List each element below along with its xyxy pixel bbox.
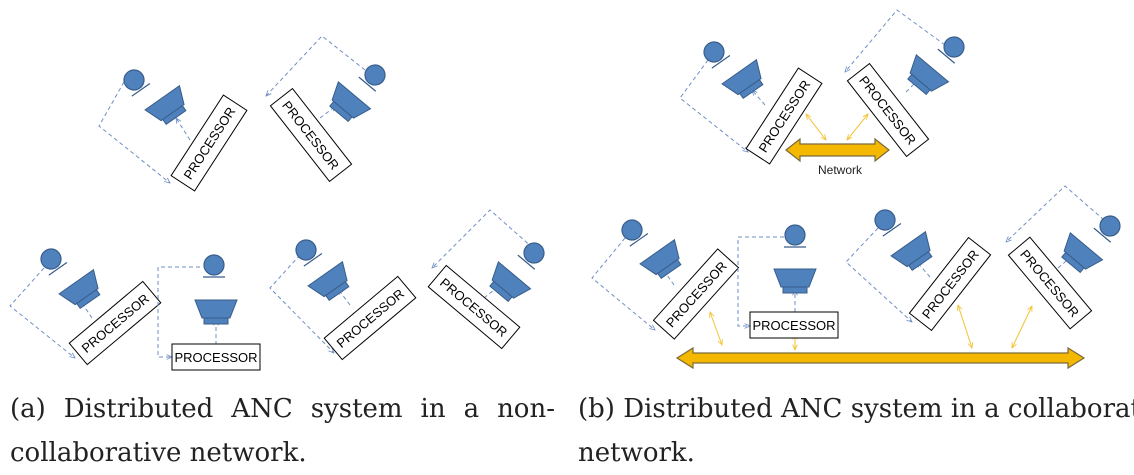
panel-b: Network PROCESSOR PROCESSOR	[591, 9, 1126, 370]
microphone-icon	[616, 214, 649, 247]
microphone-icon	[290, 234, 323, 267]
microphone-icon	[358, 59, 391, 92]
anc-unit: PROCESSOR	[591, 214, 740, 340]
anc-unit: PROCESSOR	[737, 224, 839, 339]
processor-box: PROCESSOR	[171, 343, 261, 371]
processor-label: PROCESSOR	[334, 286, 407, 351]
speaker-icon	[144, 85, 194, 131]
speaker-icon	[307, 261, 357, 307]
microphone-icon	[517, 237, 550, 270]
anc-unit: PROCESSOR	[1006, 185, 1126, 330]
speaker-icon	[900, 54, 950, 101]
microphone-icon	[202, 254, 226, 278]
processor-label: PROCESSOR	[856, 73, 919, 148]
microphone-icon	[118, 64, 151, 97]
speaker-icon	[58, 269, 108, 315]
panel-a: PROCESSOR PROCESSOR PROCESSOR	[9, 35, 550, 371]
speaker-icon	[890, 231, 940, 277]
anc-unit: PROCESSOR	[427, 209, 550, 350]
microphone-icon	[698, 36, 731, 69]
anc-unit: PROCESSOR	[269, 234, 417, 361]
microphone-icon	[35, 243, 68, 276]
processor-label: PROCESSOR	[279, 98, 342, 173]
microphone-icon	[869, 204, 902, 237]
caption-b-line1: (b) Distributed ANC system in a collabor…	[578, 394, 1134, 424]
caption-b: (b) Distributed ANC system in a collabor…	[578, 387, 1134, 475]
anc-unit: PROCESSOR	[845, 204, 992, 332]
anc-unit: PROCESSOR	[157, 254, 261, 371]
speaker-icon	[721, 59, 771, 105]
speaker-icon	[194, 299, 238, 325]
speaker-icon	[639, 239, 689, 285]
network-label: Network	[818, 163, 863, 177]
microphone-icon	[783, 224, 807, 248]
network-bus-top: Network	[785, 114, 890, 177]
anc-unit: PROCESSOR	[98, 64, 248, 192]
anc-unit: PROCESSOR	[266, 35, 391, 183]
anc-unit: PROCESSOR	[845, 9, 970, 158]
speaker-icon	[773, 268, 817, 294]
microphone-icon	[937, 31, 970, 64]
speaker-icon	[1054, 232, 1104, 279]
caption-a-line2: collaborative network.	[10, 438, 307, 468]
caption-a-line1: (a) Distributed ANC system in a non-	[10, 394, 555, 424]
microphone-icon	[1093, 210, 1126, 243]
processor-label: PROCESSOR	[174, 350, 257, 365]
caption-a: (a) Distributed ANC system in a non- col…	[10, 387, 555, 475]
anc-unit: PROCESSOR	[9, 243, 162, 366]
network-bus-bottom	[675, 305, 1086, 370]
processor-label: PROCESSOR	[752, 318, 835, 333]
processor-box: PROCESSOR	[749, 311, 839, 339]
speaker-icon	[322, 81, 372, 128]
caption-b-line2: network.	[578, 438, 695, 468]
speaker-icon	[482, 261, 532, 308]
